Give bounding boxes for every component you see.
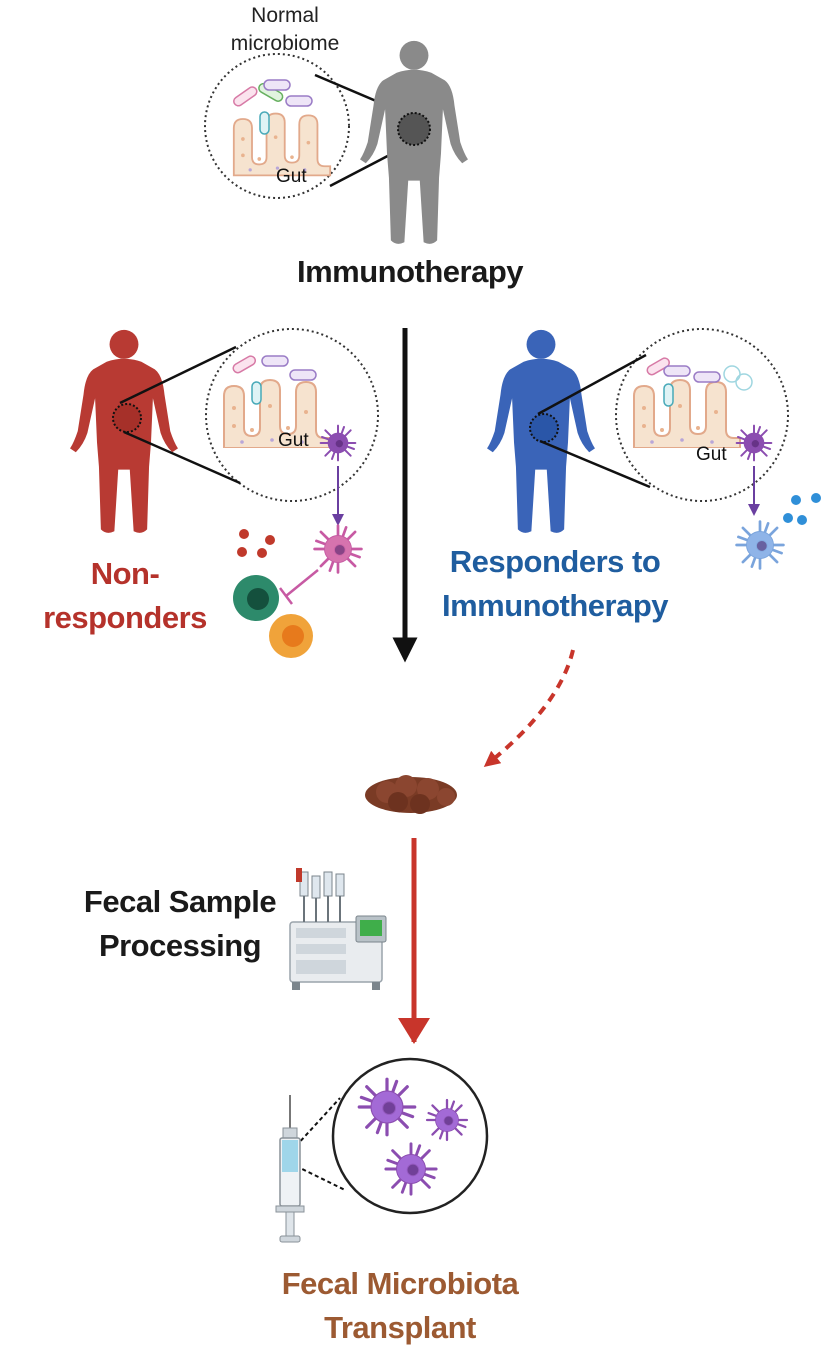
non-responder-gut-tissue (223, 379, 331, 448)
syringe-zoom-line-top (295, 1097, 341, 1147)
transplant-microbiota-circle (331, 1057, 489, 1215)
activated-dendritic-cell-icon (313, 524, 363, 574)
fecal-microbiota-transplant-label: Fecal Microbiota Transplant (281, 1266, 519, 1345)
cytokine-dots (237, 529, 275, 558)
responders-group (487, 328, 821, 570)
responder-gut-highlight (529, 413, 559, 443)
syringe-icon (275, 1095, 305, 1243)
gut-label-top: Gut (276, 166, 307, 187)
normal-gut-circle (204, 53, 350, 199)
responders-label: Responders to Immunotherapy (441, 544, 669, 623)
inhibition-bar (279, 587, 293, 605)
responder-activated-cell-icon (735, 520, 785, 570)
responder-cytokine-dots (783, 493, 821, 525)
stool-sample-icon (365, 775, 457, 814)
responder-dendritic-cell-icon (735, 424, 773, 462)
donor-dashed-arrow (483, 649, 575, 768)
gut-label-right: Gut (696, 444, 727, 465)
processing-down-arrow-head (398, 1018, 430, 1044)
gut-label-left: Gut (278, 430, 309, 451)
responder-gut-circle (615, 328, 789, 502)
syringe-zoom-line-bottom (295, 1165, 346, 1191)
normal-microbiome-label: Normal microbiome (230, 4, 340, 55)
non-responder-bacteria (232, 355, 317, 405)
normal-microbiome-group (204, 40, 468, 244)
non-responders-group (70, 328, 379, 658)
responder-bacteria (646, 357, 753, 407)
fecal-sample-processing-label: Fecal Sample Processing (83, 884, 277, 963)
microbe-icon-1 (357, 1077, 417, 1137)
inhibition-line (285, 569, 319, 597)
non-responder-gut-circle (205, 328, 379, 502)
normal-bacteria (233, 79, 313, 135)
microbe-icon-3 (384, 1142, 438, 1196)
immunotherapy-label: Immunotherapy (296, 254, 524, 289)
non-responders-label: Non-responders (43, 556, 207, 635)
responder-gut-tissue (633, 379, 741, 448)
normal-gut-highlight (397, 112, 431, 146)
lab-machine-icon (289, 868, 387, 990)
non-responder-gut-highlight (112, 403, 142, 433)
microbe-icon-2 (425, 1098, 469, 1142)
dendritic-cell-icon (319, 424, 357, 462)
